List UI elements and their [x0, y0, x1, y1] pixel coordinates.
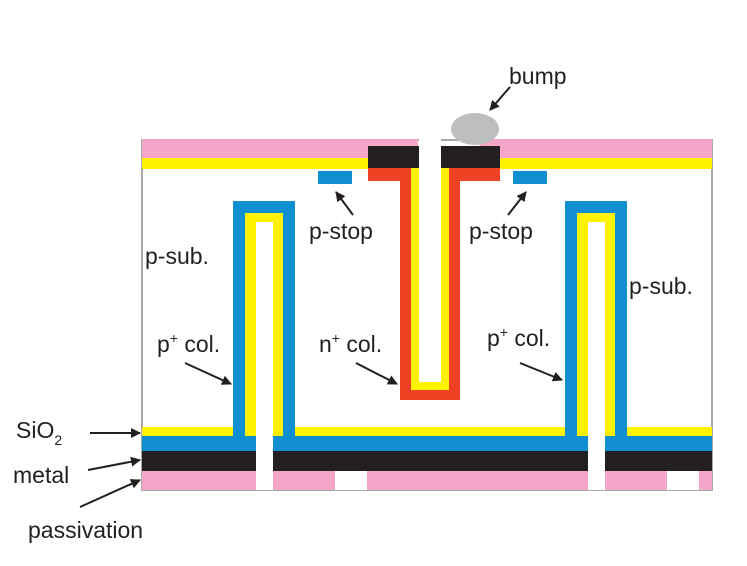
label-p-col-left: p+ col. — [157, 330, 220, 357]
passivation-opening-1 — [335, 471, 367, 490]
label-p-stop-left: p-stop — [309, 218, 373, 244]
n-column-core — [419, 139, 441, 382]
label-n-col: n+ col. — [319, 330, 382, 357]
label-metal: metal — [13, 462, 69, 488]
p-stop-right — [513, 171, 547, 184]
passivation-opening-2 — [667, 471, 699, 490]
label-p-sub-left: p-sub. — [145, 243, 209, 269]
arrow-p-stop-left — [335, 191, 354, 216]
label-bump: bump — [509, 63, 567, 89]
bump — [451, 113, 499, 145]
label-p-sub-right: p-sub. — [629, 273, 693, 299]
label-sio2: SiO2 — [16, 417, 62, 448]
p-column-right-core — [588, 222, 605, 490]
label-p-col-right: p+ col. — [487, 324, 550, 351]
back-metal-3 — [605, 451, 712, 471]
p-stop-left — [318, 171, 352, 184]
label-p-stop-right: p-stop — [469, 218, 533, 244]
metal-pad-left — [368, 146, 419, 168]
back-metal-2 — [273, 451, 588, 471]
arrow-p-col-right — [519, 362, 563, 382]
metal-pad-right — [441, 146, 500, 168]
arrow-n-col — [355, 362, 398, 385]
top-oxide-right — [468, 158, 712, 169]
arrow-bump — [489, 86, 511, 111]
p-column-left-core — [256, 222, 273, 490]
arrows — [79, 86, 563, 508]
top-oxide-left — [142, 158, 418, 169]
top-passivation-left — [142, 139, 418, 158]
top-passivation-right — [480, 139, 712, 158]
back-oxide — [142, 427, 712, 436]
arrow-passivation — [79, 479, 141, 508]
back-metal-1 — [142, 451, 256, 471]
back-passivation-2 — [273, 471, 588, 490]
arrow-p-stop-right — [507, 191, 527, 216]
arrow-metal — [87, 456, 141, 471]
label-passivation: passivation — [28, 517, 143, 543]
back-passivation-1 — [142, 471, 256, 490]
arrow-p-col-left — [184, 362, 232, 385]
back-p-layer — [142, 436, 712, 451]
